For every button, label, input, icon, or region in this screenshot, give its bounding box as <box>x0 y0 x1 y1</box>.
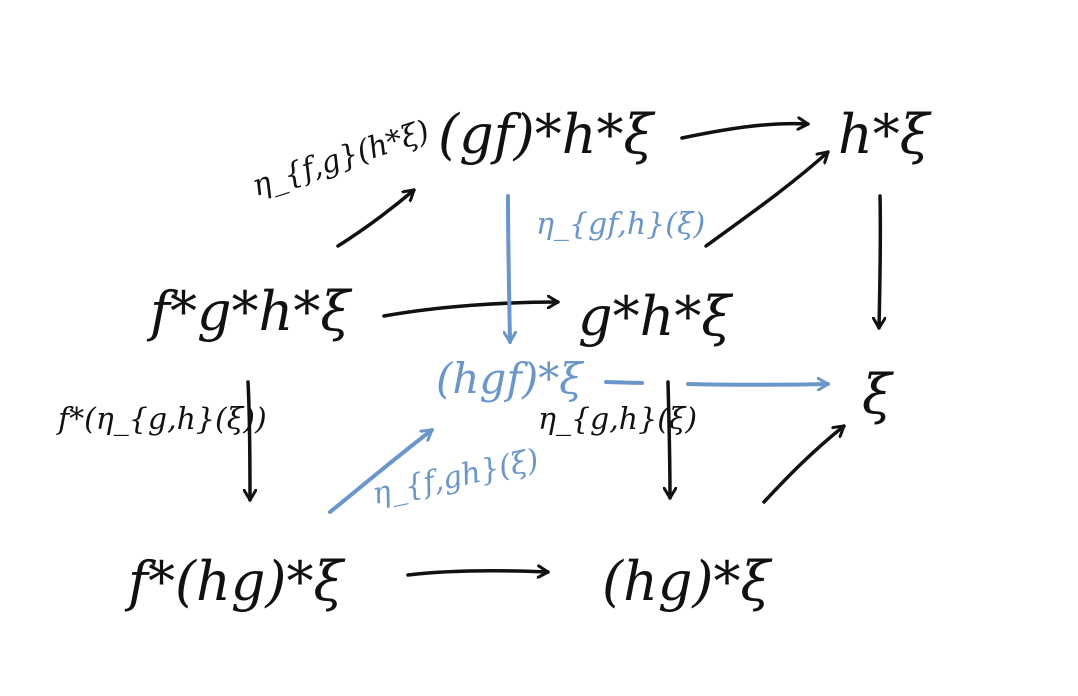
arrow-bottom-center-to-right <box>762 424 846 504</box>
edge-label-fstar-eta-g-h: f*(η_{g,h}(ξ)) <box>58 402 267 437</box>
node-bottom-left: f*(hg)*ξ <box>128 550 344 613</box>
arrow-blue-center-to-right <box>604 382 828 385</box>
arrow-mid-left-to-mid-center <box>382 302 560 318</box>
node-mid-left: f*g*h*ξ <box>150 280 351 343</box>
arrow-top-left-to-blue-center <box>508 194 510 344</box>
edge-label-eta-gf-h: η_{gf,h}(ξ) <box>536 207 706 242</box>
arrow-mid-left-to-bottom-left <box>248 380 250 502</box>
node-right: ξ <box>862 363 892 426</box>
node-top-right: h*ξ <box>838 103 930 166</box>
node-blue-center: (hgf)*ξ <box>436 354 583 403</box>
arrow-bottom-left-to-blue-center <box>328 428 434 514</box>
arrow-mid-center-to-bottom-center <box>668 380 670 500</box>
arrow-mid-left-to-top-left <box>336 188 416 248</box>
node-mid-center: g*h*ξ <box>578 285 732 348</box>
node-bottom-center: (hg)*ξ <box>602 550 771 613</box>
arrow-top-left-to-top-right <box>680 124 810 140</box>
arrow-top-right-to-right <box>879 194 880 330</box>
arrow-mid-center-to-top-right <box>704 150 830 248</box>
edge-label-eta-g-h: η_{g,h}(ξ) <box>538 402 698 437</box>
node-top-left: (gf)*h*ξ <box>438 103 654 166</box>
arrow-bottom-left-to-bottom-center <box>406 571 550 575</box>
